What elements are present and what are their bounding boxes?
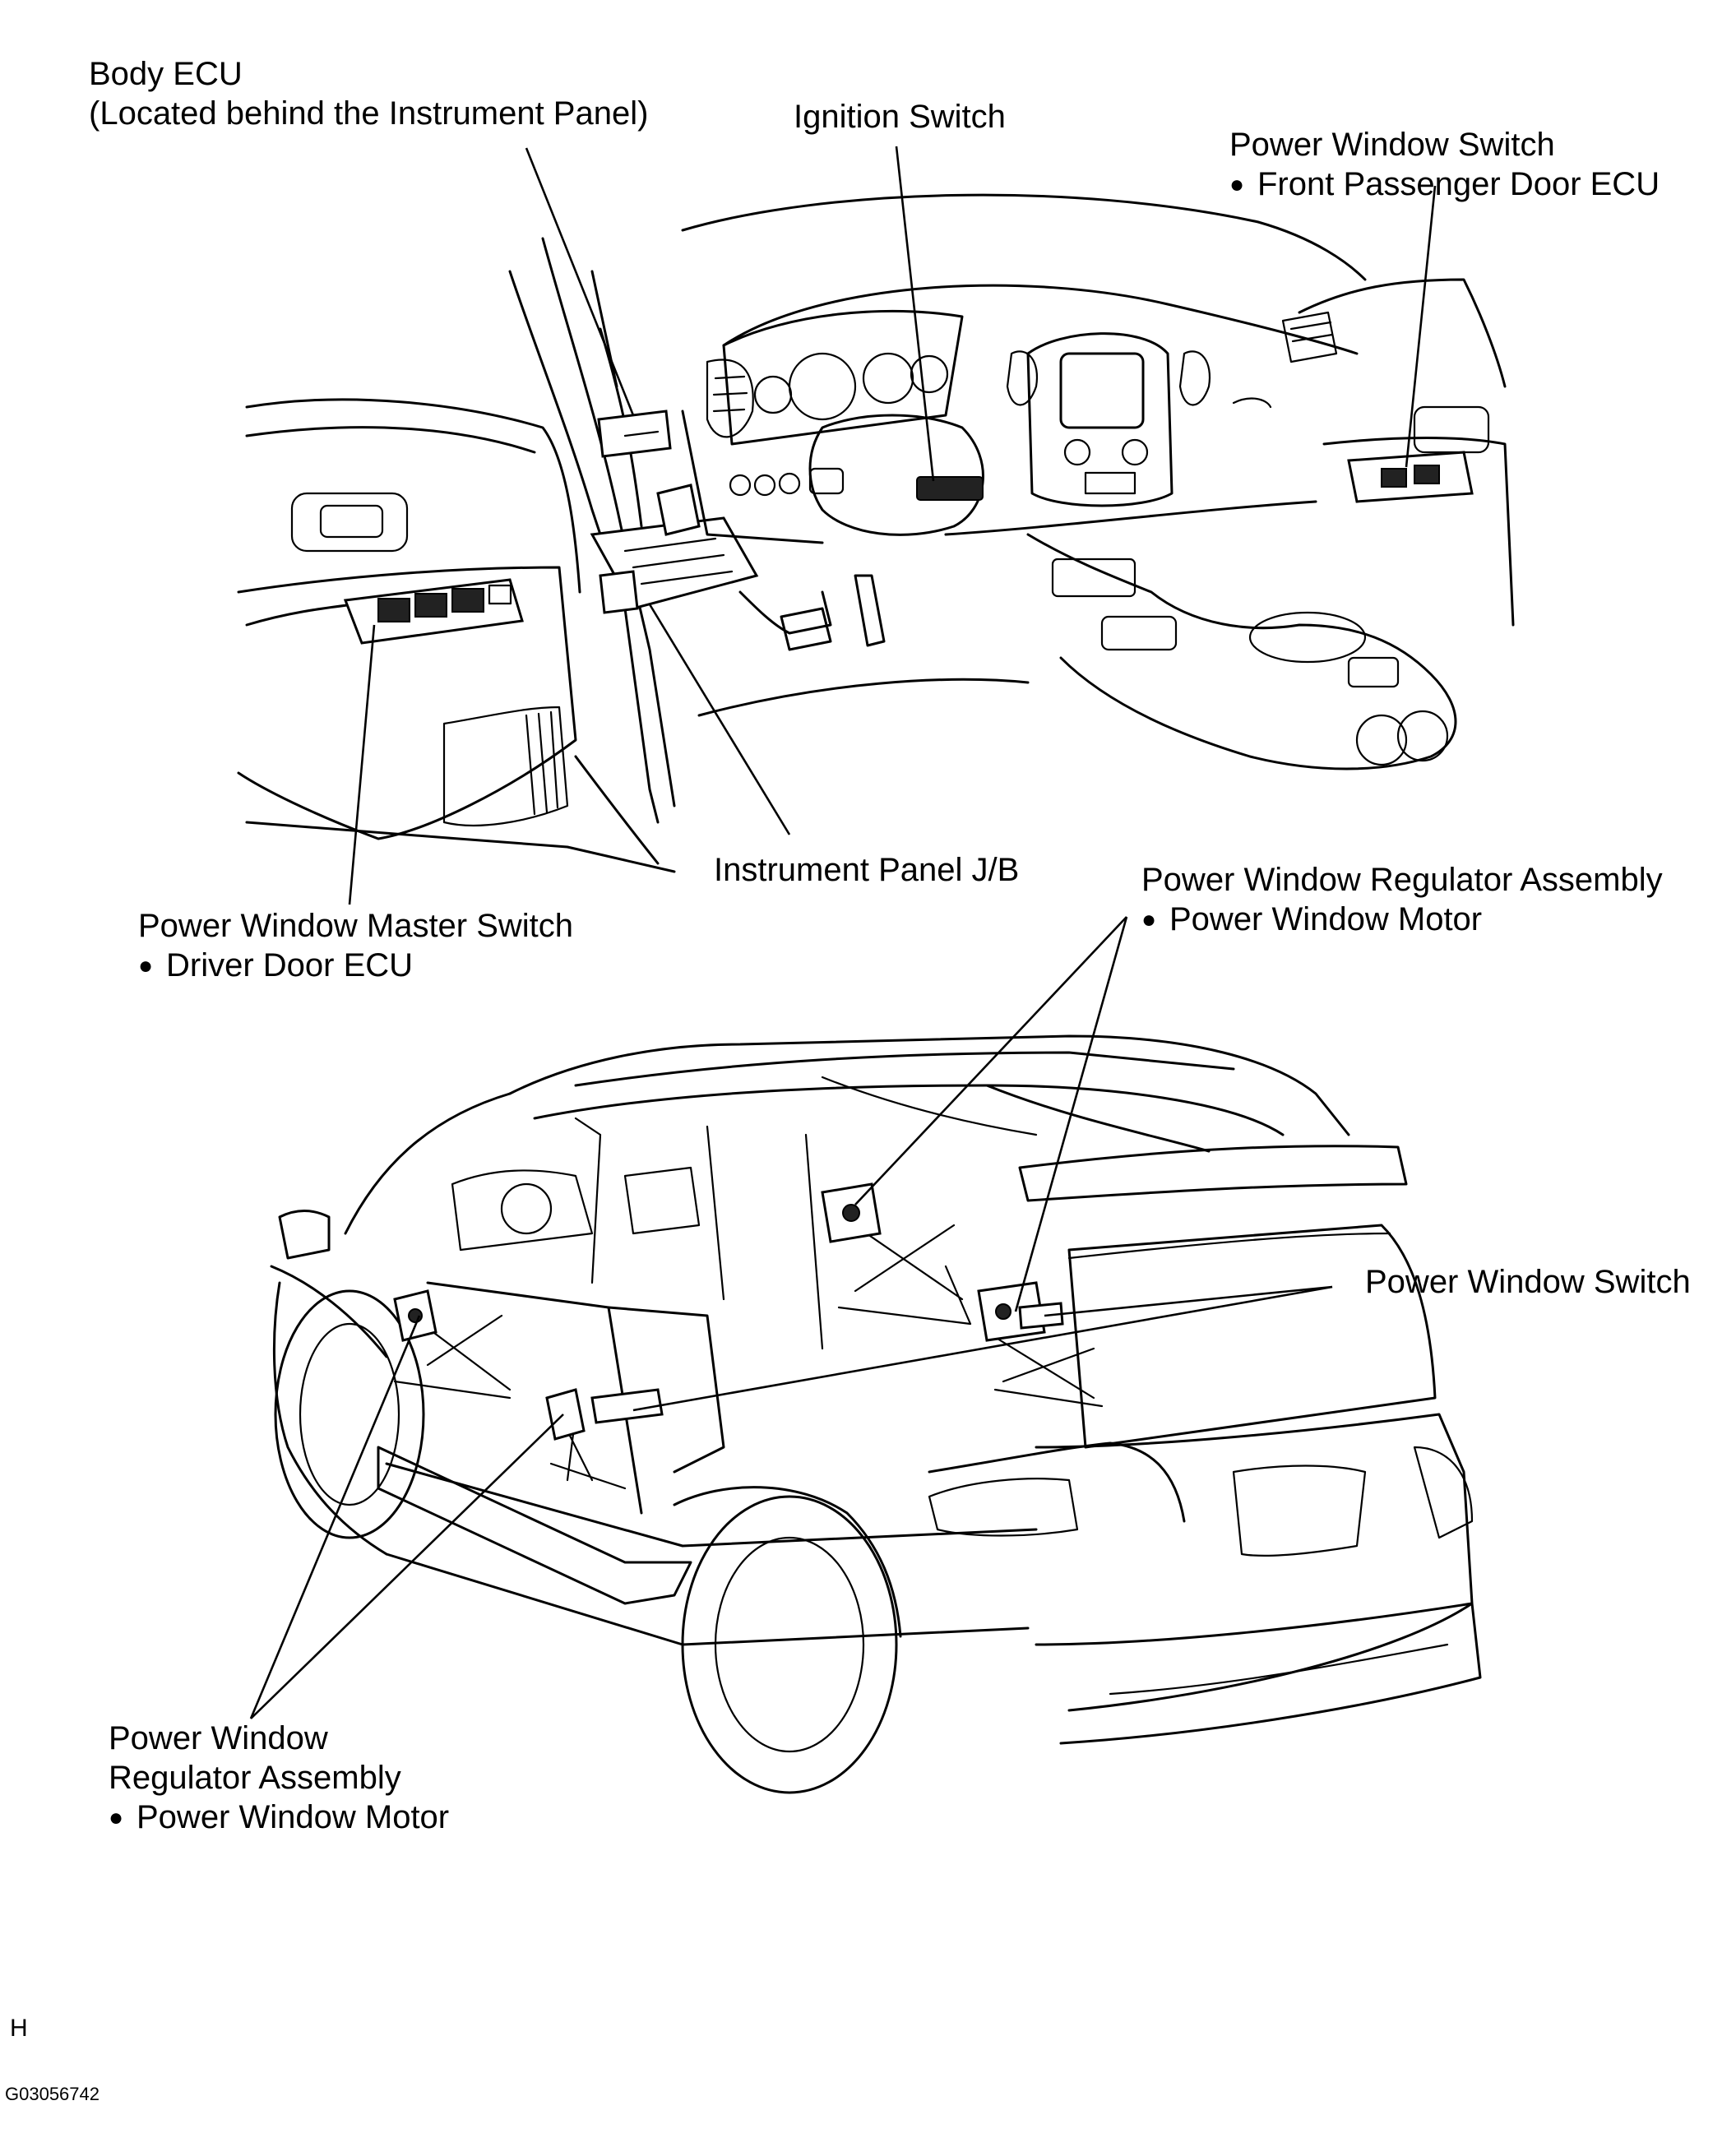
instrument-cluster	[722, 309, 964, 446]
pw-regulator-rear-label: Power Window Regulator Assembly Power Wi…	[1141, 860, 1663, 940]
door-handle	[290, 492, 409, 553]
leader-rear-switch-2	[632, 1285, 1333, 1412]
rear-door-regulator	[545, 1388, 664, 1490]
vehicle-exterior-view	[270, 1034, 1482, 1794]
rear-side-regulator	[977, 1281, 1104, 1408]
leader-ignition-switch	[895, 146, 935, 482]
leader-front-regulator-1	[249, 1315, 421, 1719]
instrument-panel-jb	[590, 484, 759, 614]
pw-regulator-front-line1: Power Window	[109, 1720, 328, 1756]
leader-passenger-switch	[1405, 185, 1437, 468]
leader-rear-regulator-2	[1014, 916, 1128, 1312]
right-tail-light	[1413, 1446, 1474, 1539]
pw-switch-front-passenger-label: Power Window Switch Front Passenger Door…	[1229, 125, 1660, 205]
rear-glass	[1067, 1224, 1437, 1449]
center-stack	[1026, 332, 1174, 507]
dash-through-window	[451, 1169, 594, 1252]
ignition-switch-label: Ignition Switch	[794, 97, 1006, 137]
instrument-panel-jb-label: Instrument Panel J/B	[714, 850, 1019, 890]
ignition-switch-label-line1: Ignition Switch	[794, 99, 1006, 135]
steering-hub	[808, 414, 984, 536]
brake-pedal	[780, 607, 832, 651]
passenger-door-handle	[1413, 405, 1490, 454]
pw-regulator-rear-line1: Power Window Regulator Assembly	[1141, 862, 1663, 898]
pw-master-switch-line2: Driver Door ECU	[138, 946, 573, 986]
rear-door-switch-body	[590, 1388, 664, 1424]
figure-id: G03056742	[5, 2084, 100, 2104]
pw-master-switch-label: Power Window Master Switch Driver Door E…	[138, 906, 573, 986]
pw-regulator-front-label: Power Window Regulator Assembly Power Wi…	[109, 1719, 449, 1838]
right-vent	[1281, 311, 1338, 363]
body-ecu-label-line1: Body ECU	[89, 56, 243, 92]
side-mirror	[278, 1210, 331, 1260]
left-vent	[706, 359, 754, 438]
rear-quarter-regulator	[821, 1182, 972, 1326]
leader-lines	[249, 146, 1437, 1719]
rear-bumper	[1035, 1602, 1482, 1745]
footer-letter: H	[10, 2015, 28, 2042]
pw-regulator-front-line3: Power Window Motor	[109, 1798, 449, 1838]
pw-switch-rear-label: Power Window Switch	[1365, 1262, 1691, 1302]
center-console	[1026, 533, 1457, 770]
pw-master-switch-line1: Power Window Master Switch	[138, 908, 574, 944]
driver-door-panel	[237, 566, 577, 840]
interior-view	[237, 193, 1515, 873]
leader-master-switch	[348, 624, 376, 905]
front-wheel	[274, 1289, 425, 1539]
leader-front-regulator-2	[250, 1414, 564, 1719]
leader-instrument-panel-jb	[648, 604, 791, 835]
left-tail-light	[928, 1478, 1079, 1537]
a-pillar-outer	[508, 270, 660, 824]
door-speaker-grille	[442, 706, 569, 826]
leader-rear-regulator-1	[854, 916, 1127, 1205]
body-ecu-label: Body ECU (Located behind the Instrument …	[89, 54, 648, 133]
rear-wheel	[681, 1495, 898, 1794]
body-ecu	[597, 410, 672, 458]
front-door-regulator	[393, 1289, 512, 1400]
leader-body-ecu	[525, 147, 635, 416]
instrument-panel-jb-label-line1: Instrument Panel J/B	[714, 852, 1020, 888]
roof-outline	[508, 1034, 1350, 1136]
pw-switch-front-passenger-line1: Power Window Switch	[1229, 127, 1555, 163]
pw-regulator-rear-line2: Power Window Motor	[1141, 900, 1663, 940]
pw-switch-front-passenger-line2: Front Passenger Door ECU	[1229, 164, 1660, 205]
passenger-window-switch-body	[1347, 451, 1474, 503]
pw-regulator-front-line2: Regulator Assembly	[109, 1760, 401, 1796]
ignition-key-cylinder	[916, 476, 984, 501]
accelerator-pedal	[854, 574, 886, 647]
pw-switch-rear-line1: Power Window Switch	[1365, 1264, 1691, 1300]
leader-rear-switch-1	[1044, 1285, 1333, 1317]
body-ecu-label-line2: (Located behind the Instrument Panel)	[89, 95, 649, 132]
rear-spoiler	[1018, 1145, 1408, 1202]
license-plate-recess	[1232, 1464, 1367, 1557]
running-board	[377, 1446, 692, 1605]
navigation-screen	[1059, 352, 1145, 429]
